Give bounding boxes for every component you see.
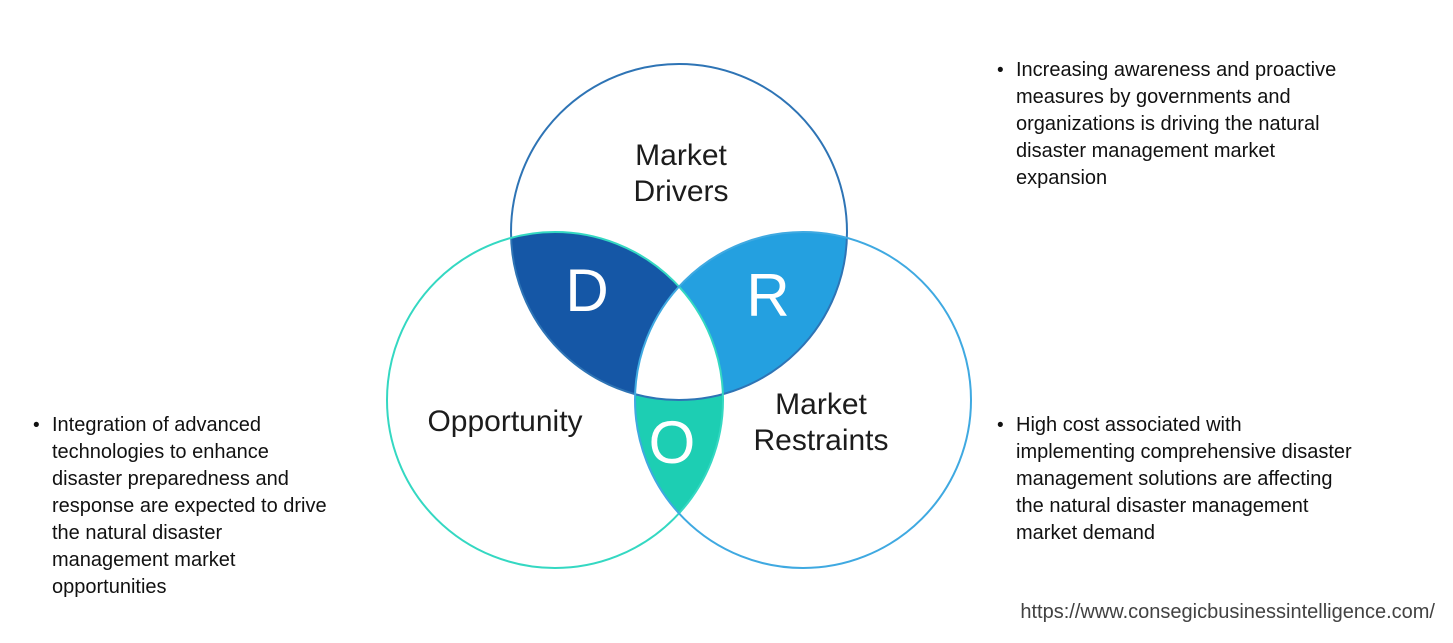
bullet-dot-icon: • <box>33 415 40 436</box>
restraints-circle-label: Market Restraints <box>753 388 889 457</box>
drivers-opportunity-overlap-fill <box>511 232 723 400</box>
opportunity-note: • Integration of advanced technologies t… <box>33 412 393 601</box>
drivers-note-text: Increasing awareness and proactive measu… <box>1016 59 1337 189</box>
bullet-dot-icon: • <box>997 415 1004 436</box>
restraints-overlap-letter: R <box>746 262 790 329</box>
opportunity-overlap-letter: O <box>648 409 696 476</box>
drivers-circle-label: Market Drivers <box>633 139 729 208</box>
opportunity-circle-outline <box>386 231 724 569</box>
restraints-note-text: High cost associated with implementing c… <box>1016 414 1352 544</box>
drivers-circle-outline <box>510 63 848 401</box>
bullet-dot-icon: • <box>997 60 1004 81</box>
drivers-restraints-overlap-fill <box>635 232 847 400</box>
drivers-restraints-overlap <box>635 232 847 400</box>
source-url: https://www.consegicbusinessintelligence… <box>1020 601 1435 623</box>
restraints-note: • High cost associated with implementing… <box>997 412 1437 547</box>
opportunity-note-text: Integration of advanced technologies to … <box>52 414 327 598</box>
opportunity-circle-label: Opportunity <box>427 405 583 438</box>
drivers-opportunity-overlap <box>511 232 723 400</box>
restraints-circle-outline <box>634 231 972 569</box>
drivers-note: • Increasing awareness and proactive mea… <box>997 57 1437 192</box>
drivers-overlap-letter: D <box>565 257 609 324</box>
